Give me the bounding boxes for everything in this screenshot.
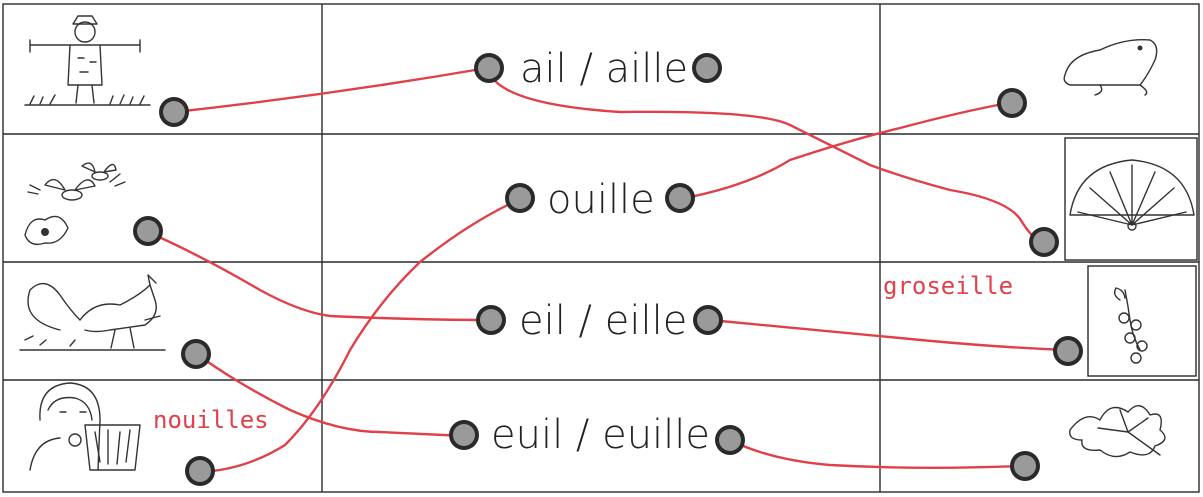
link-euil-leaf [728,438,1025,469]
flies-icon [24,162,126,246]
dot-fan[interactable] [1029,227,1059,257]
sound-label-ail-aille: ail / aille [520,46,688,92]
sound-label-euil-euille: euil / euille [491,412,710,458]
fan-icon [1069,159,1195,231]
dot-flies[interactable] [133,216,163,246]
girl-eating-noodles-icon [29,382,141,471]
link-ail-fan [489,74,1042,244]
connecting-lines [148,66,1068,474]
link-squirrel-euil [196,353,467,438]
dot-squirrel[interactable] [181,339,211,369]
dot-leaf[interactable] [1010,451,1040,481]
dot-ail-right[interactable] [692,53,722,83]
dot-euil-right[interactable] [715,425,745,455]
dot-ouille-left[interactable] [505,183,535,213]
connection-dots [133,53,1083,486]
dot-eil-left[interactable] [476,305,506,335]
dot-eil-right[interactable] [693,305,723,335]
dot-scarecrow[interactable] [159,97,189,127]
worksheet-grid [2,3,1200,493]
dot-girl[interactable] [185,456,215,486]
currants-icon [1113,287,1148,364]
handwritten-groseille: groseille [883,272,1013,300]
scarecrow-icon [24,15,151,106]
sound-label-ouille: ouille [547,177,655,223]
link-ouille-frog [683,101,1010,200]
leaf-icon [1069,405,1166,458]
frog-icon [1063,39,1158,96]
dot-euil-left[interactable] [449,420,479,450]
dot-frog[interactable] [997,88,1027,118]
link-scarecrow-ail [173,66,489,114]
dot-ouille-right[interactable] [665,183,695,213]
link-flies-eil [148,231,492,322]
squirrel-icon [19,274,166,351]
dot-currants[interactable] [1053,336,1083,366]
handwritten-nouilles: nouilles [153,406,269,434]
link-eil-currants [708,318,1068,352]
sound-label-eil-eille: eil / eille [519,298,687,344]
dot-ail-left[interactable] [474,53,504,83]
link-girl-ouille [198,198,520,474]
